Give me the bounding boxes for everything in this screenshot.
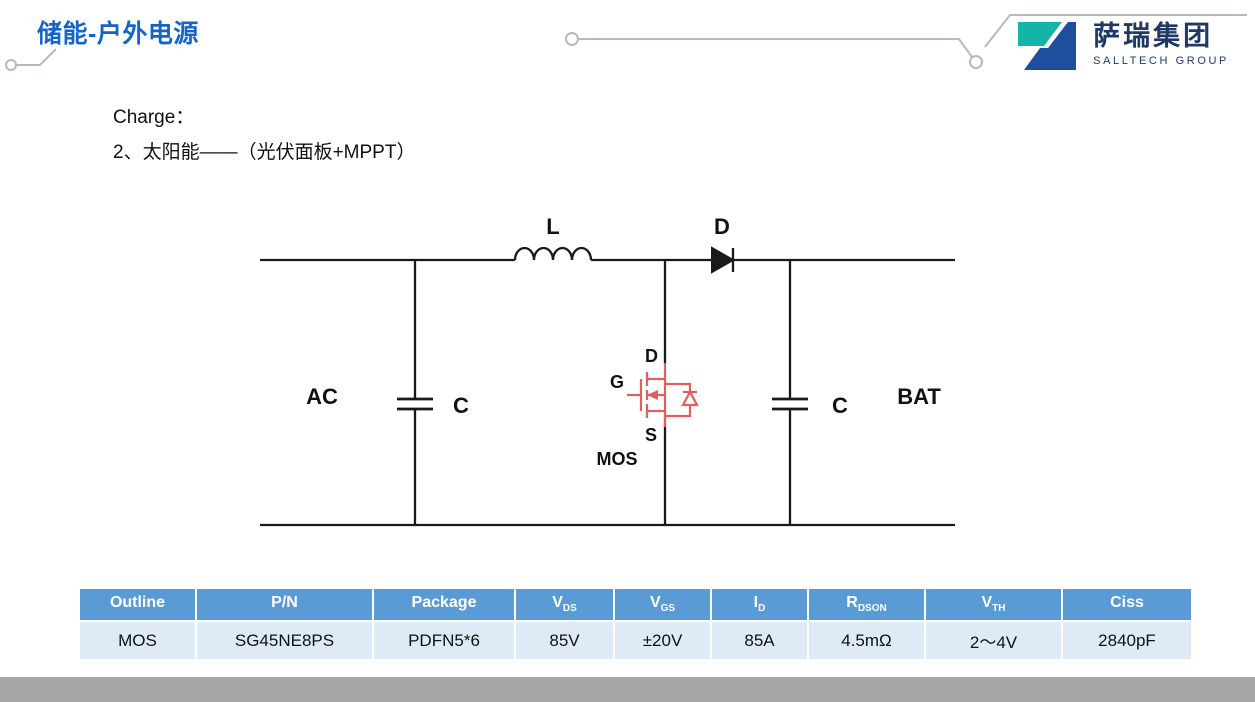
- logo: 萨瑞集团 SALLTECH GROUP: [1009, 12, 1229, 76]
- circuit-wires: [260, 246, 955, 527]
- logo-text: 萨瑞集团 SALLTECH GROUP: [1093, 21, 1229, 66]
- cap-right-label: C: [832, 393, 848, 418]
- col-header-vds: VDS: [516, 589, 613, 620]
- diode-label: D: [714, 214, 730, 239]
- header-decoration-lines: [5, 14, 1247, 71]
- solar-subheading: 2、太阳能——（光伏面板+MPPT）: [113, 142, 416, 163]
- col-header-vth: VTH: [926, 589, 1061, 620]
- capacitor-left-icon: [397, 397, 433, 411]
- table-row: MOS SG45NE8PS PDFN5*6 85V ±20V 85A 4.5mΩ…: [80, 622, 1191, 659]
- mos-gate-label: G: [610, 372, 624, 392]
- col-header-package: Package: [374, 589, 514, 620]
- cell-outline: MOS: [80, 622, 195, 659]
- battery-label: BAT: [897, 384, 941, 409]
- mosfet-icon: [627, 363, 699, 427]
- cell-ciss: 2840pF: [1063, 622, 1191, 659]
- col-header-id: ID: [712, 589, 807, 620]
- col-header-rdson: RDSON: [809, 589, 924, 620]
- inductor-label: L: [546, 214, 559, 239]
- capacitor-right-icon: [772, 397, 808, 411]
- cap-left-label: C: [453, 393, 469, 418]
- logo-name-en: SALLTECH GROUP: [1093, 54, 1229, 67]
- mos-drain-label: D: [645, 346, 658, 366]
- cell-rdson: 4.5mΩ: [809, 622, 924, 659]
- table-header-row: Outline P/N Package VDS VGS ID RDSON VTH…: [80, 589, 1191, 620]
- cell-vds: 85V: [516, 622, 613, 659]
- charge-heading: Charge：: [113, 107, 195, 128]
- cell-id: 85A: [712, 622, 807, 659]
- cell-package: PDFN5*6: [374, 622, 514, 659]
- cell-vgs: ±20V: [615, 622, 710, 659]
- logo-name-cn: 萨瑞集团: [1093, 21, 1214, 52]
- spec-table: Outline P/N Package VDS VGS ID RDSON VTH…: [78, 587, 1193, 661]
- cell-vth: 2～4V: [926, 622, 1061, 659]
- mos-source-label: S: [645, 425, 657, 445]
- cell-pn: SG45NE8PS: [197, 622, 372, 659]
- diode-icon: [711, 246, 736, 274]
- col-header-pn: P/N: [197, 589, 372, 620]
- col-header-ciss: Ciss: [1063, 589, 1191, 620]
- col-header-outline: Outline: [80, 589, 195, 620]
- footer-bar: [0, 677, 1255, 702]
- mos-name-label: MOS: [596, 449, 637, 469]
- col-header-vgs: VGS: [615, 589, 710, 620]
- page-title: 储能-户外电源: [37, 20, 199, 48]
- salltech-logo-icon: [1018, 22, 1077, 70]
- inductor-icon: [513, 246, 593, 261]
- ac-label: AC: [306, 384, 338, 409]
